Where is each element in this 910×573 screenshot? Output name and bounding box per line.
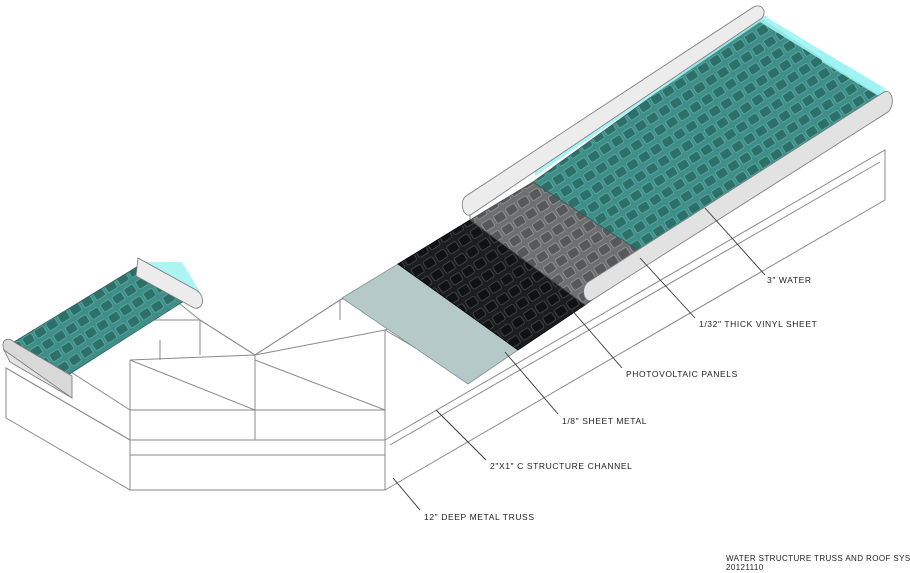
label-sheet-metal: 1/8" SHEET METAL <box>562 416 647 426</box>
title-block: WATER STRUCTURE TRUSS AND ROOF SYSTEMS 2… <box>726 554 910 572</box>
label-metal-truss: 12" DEEP METAL TRUSS <box>424 512 535 522</box>
leader-pv <box>569 307 623 369</box>
right-truss-inner <box>389 161 881 446</box>
leader-water <box>704 207 766 276</box>
left-back-gutter <box>135 257 203 309</box>
label-photovoltaic: PHOTOVOLTAIC PANELS <box>626 369 738 379</box>
water-right-highlight <box>820 50 885 100</box>
label-water: 3" WATER <box>767 275 812 285</box>
main-roof <box>341 5 893 385</box>
leader-sheet-metal <box>504 351 559 415</box>
leader-vinyl <box>639 257 696 319</box>
drawing-code: 20121110 <box>726 563 764 572</box>
callout-labels: 3" WATER 1/32" THICK VINYL SHEET PHOTOVO… <box>424 275 817 522</box>
left-wing-roof <box>2 257 203 400</box>
label-vinyl: 1/32" THICK VINYL SHEET <box>699 319 817 329</box>
back-gutter-rail <box>461 5 765 216</box>
drawing-title: WATER STRUCTURE TRUSS AND ROOF SYSTEMS <box>726 554 910 563</box>
metal-truss <box>5 149 886 491</box>
left-front-gutter-roll <box>2 338 73 399</box>
right-truss-face <box>384 149 886 491</box>
front-truss-face <box>129 440 386 491</box>
label-c-channel: 2"X1" C STRUCTURE CHANNEL <box>490 461 632 471</box>
leader-lines <box>392 207 766 511</box>
leader-truss <box>392 477 421 511</box>
front-gutter-rail <box>583 90 893 302</box>
leader-channel <box>435 409 487 461</box>
